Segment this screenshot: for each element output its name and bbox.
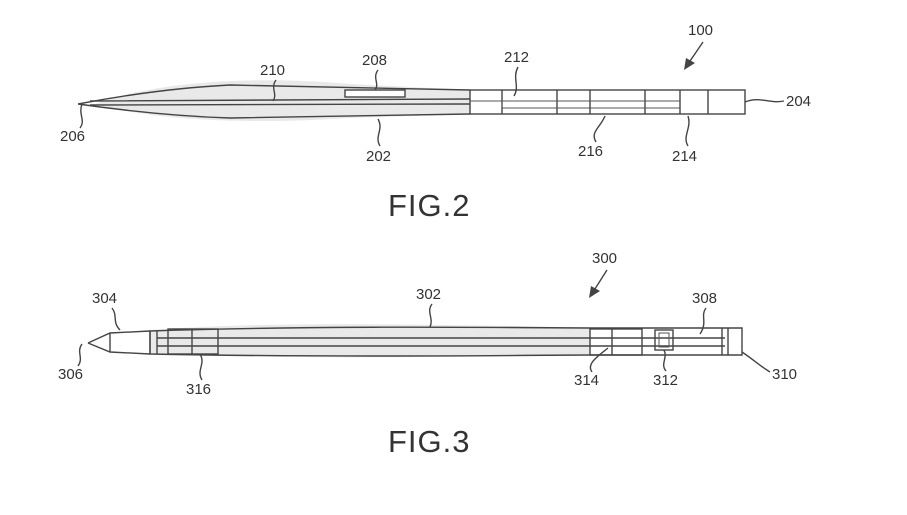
figure-3: 300 304 302 308 306 316 314 312 310 FIG.… — [58, 250, 797, 459]
ref-308-leader — [699, 307, 707, 335]
ref-314: 314 — [574, 372, 599, 389]
ref-206-leader — [79, 103, 83, 129]
figure-2-caption: FIG.2 — [388, 188, 471, 223]
ref-312-leader — [663, 349, 667, 372]
ref-212-leader — [513, 66, 519, 97]
fig2-channel-212 — [470, 100, 680, 109]
figure-2: 100 204 206 210 208 212 202 216 214 FIG.… — [60, 22, 811, 223]
arrow-icon — [589, 286, 600, 298]
fig3-barrel — [149, 326, 743, 357]
ref-206: 206 — [60, 128, 85, 145]
fig3-component-314 — [589, 328, 643, 356]
ref-312: 312 — [653, 372, 678, 389]
fig3-body-shading — [150, 324, 590, 358]
ref-214-leader — [685, 115, 690, 147]
figure-3-caption: FIG.3 — [388, 424, 471, 459]
fig3-component-316 — [167, 328, 219, 355]
ref-208-leader — [374, 69, 379, 91]
ref-100: 100 — [688, 22, 713, 39]
ref-314-leader — [589, 347, 609, 373]
ref-100-leader — [687, 41, 704, 65]
ref-302: 302 — [416, 286, 441, 303]
fig2-barrel — [469, 89, 746, 115]
ref-204: 204 — [786, 93, 811, 110]
arrow-icon — [684, 58, 695, 70]
ref-306: 306 — [58, 366, 83, 383]
ref-300: 300 — [592, 250, 617, 267]
ref-304: 304 — [92, 290, 117, 307]
ref-308: 308 — [692, 290, 717, 307]
ref-204-leader — [744, 99, 785, 103]
ref-202-leader — [377, 118, 381, 147]
ref-212: 212 — [504, 49, 529, 66]
ref-316-leader — [199, 353, 203, 381]
ref-302-leader — [429, 303, 433, 328]
ref-310-leader — [741, 351, 771, 373]
fig3-component-312-inner — [658, 332, 670, 348]
fig2-component-208 — [344, 89, 406, 98]
ref-310: 310 — [772, 366, 797, 383]
ref-210-leader — [272, 79, 277, 102]
ref-202: 202 — [366, 148, 391, 165]
ref-316: 316 — [186, 381, 211, 398]
fig3-tip — [87, 330, 151, 355]
ref-210: 210 — [260, 62, 285, 79]
ref-208: 208 — [362, 52, 387, 69]
ref-300-leader — [592, 269, 608, 293]
ref-306-leader — [77, 343, 83, 367]
ref-216-leader — [593, 115, 606, 143]
fig2-inner-core — [89, 98, 471, 106]
fig3-inner-core — [157, 337, 725, 347]
ref-304-leader — [111, 307, 121, 331]
ref-216: 216 — [578, 143, 603, 160]
ref-214: 214 — [672, 148, 697, 165]
